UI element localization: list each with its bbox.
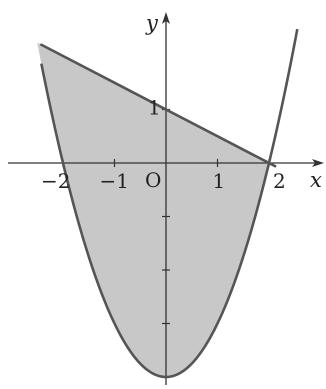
x-tick-label: 2: [273, 169, 286, 193]
x-tick-label: −2: [41, 169, 70, 193]
x-axis-label: x: [310, 168, 322, 192]
line-curve: [40, 43, 277, 168]
y-axis-arrow-icon: [162, 12, 170, 24]
labels: x y O −2 −1 1 2 1: [41, 11, 322, 193]
x-axis-arrow-icon: [312, 159, 324, 167]
shaded-region: [37, 42, 269, 377]
x-tick-label: 1: [213, 169, 226, 193]
y-tick-label: 1: [148, 96, 161, 120]
y-axis-label: y: [145, 11, 159, 35]
origin-label: O: [145, 168, 161, 192]
x-tick-label: −1: [100, 169, 129, 193]
parabola-curve: [40, 28, 299, 379]
